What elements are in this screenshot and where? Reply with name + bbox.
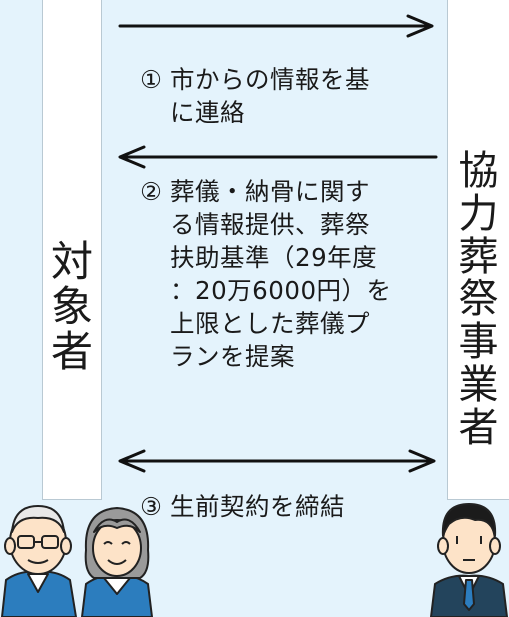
right-party-char: 祭 [458,276,499,323]
right-party-char: 業 [458,361,499,408]
right-party-char: 者 [458,404,499,451]
step-number: ① [140,65,163,94]
right-party-label: 協 力 葬 祭 事 業 者 [448,150,509,450]
step-number: ② [140,177,163,206]
arrow-step-2-left [118,145,438,169]
right-party-column: 協 力 葬 祭 事 業 者 [447,0,509,500]
step-number: ③ [140,492,163,521]
right-party-char: 協 [458,148,499,194]
left-party-label: 対 象 者 [43,237,101,376]
businessman-illustration [430,503,508,617]
arrow-step-3-both [118,449,436,473]
left-party-char: 者 [50,326,93,376]
left-party-char: 象 [50,281,93,331]
arrow-step-1-right [118,14,434,38]
right-party-char: 事 [458,319,499,366]
left-party-char: 対 [50,237,93,286]
right-party-char: 葬 [458,233,499,280]
elderly-couple-illustration [1,505,153,617]
left-party-column: 対 象 者 [42,0,102,500]
right-party-char: 力 [458,190,499,237]
